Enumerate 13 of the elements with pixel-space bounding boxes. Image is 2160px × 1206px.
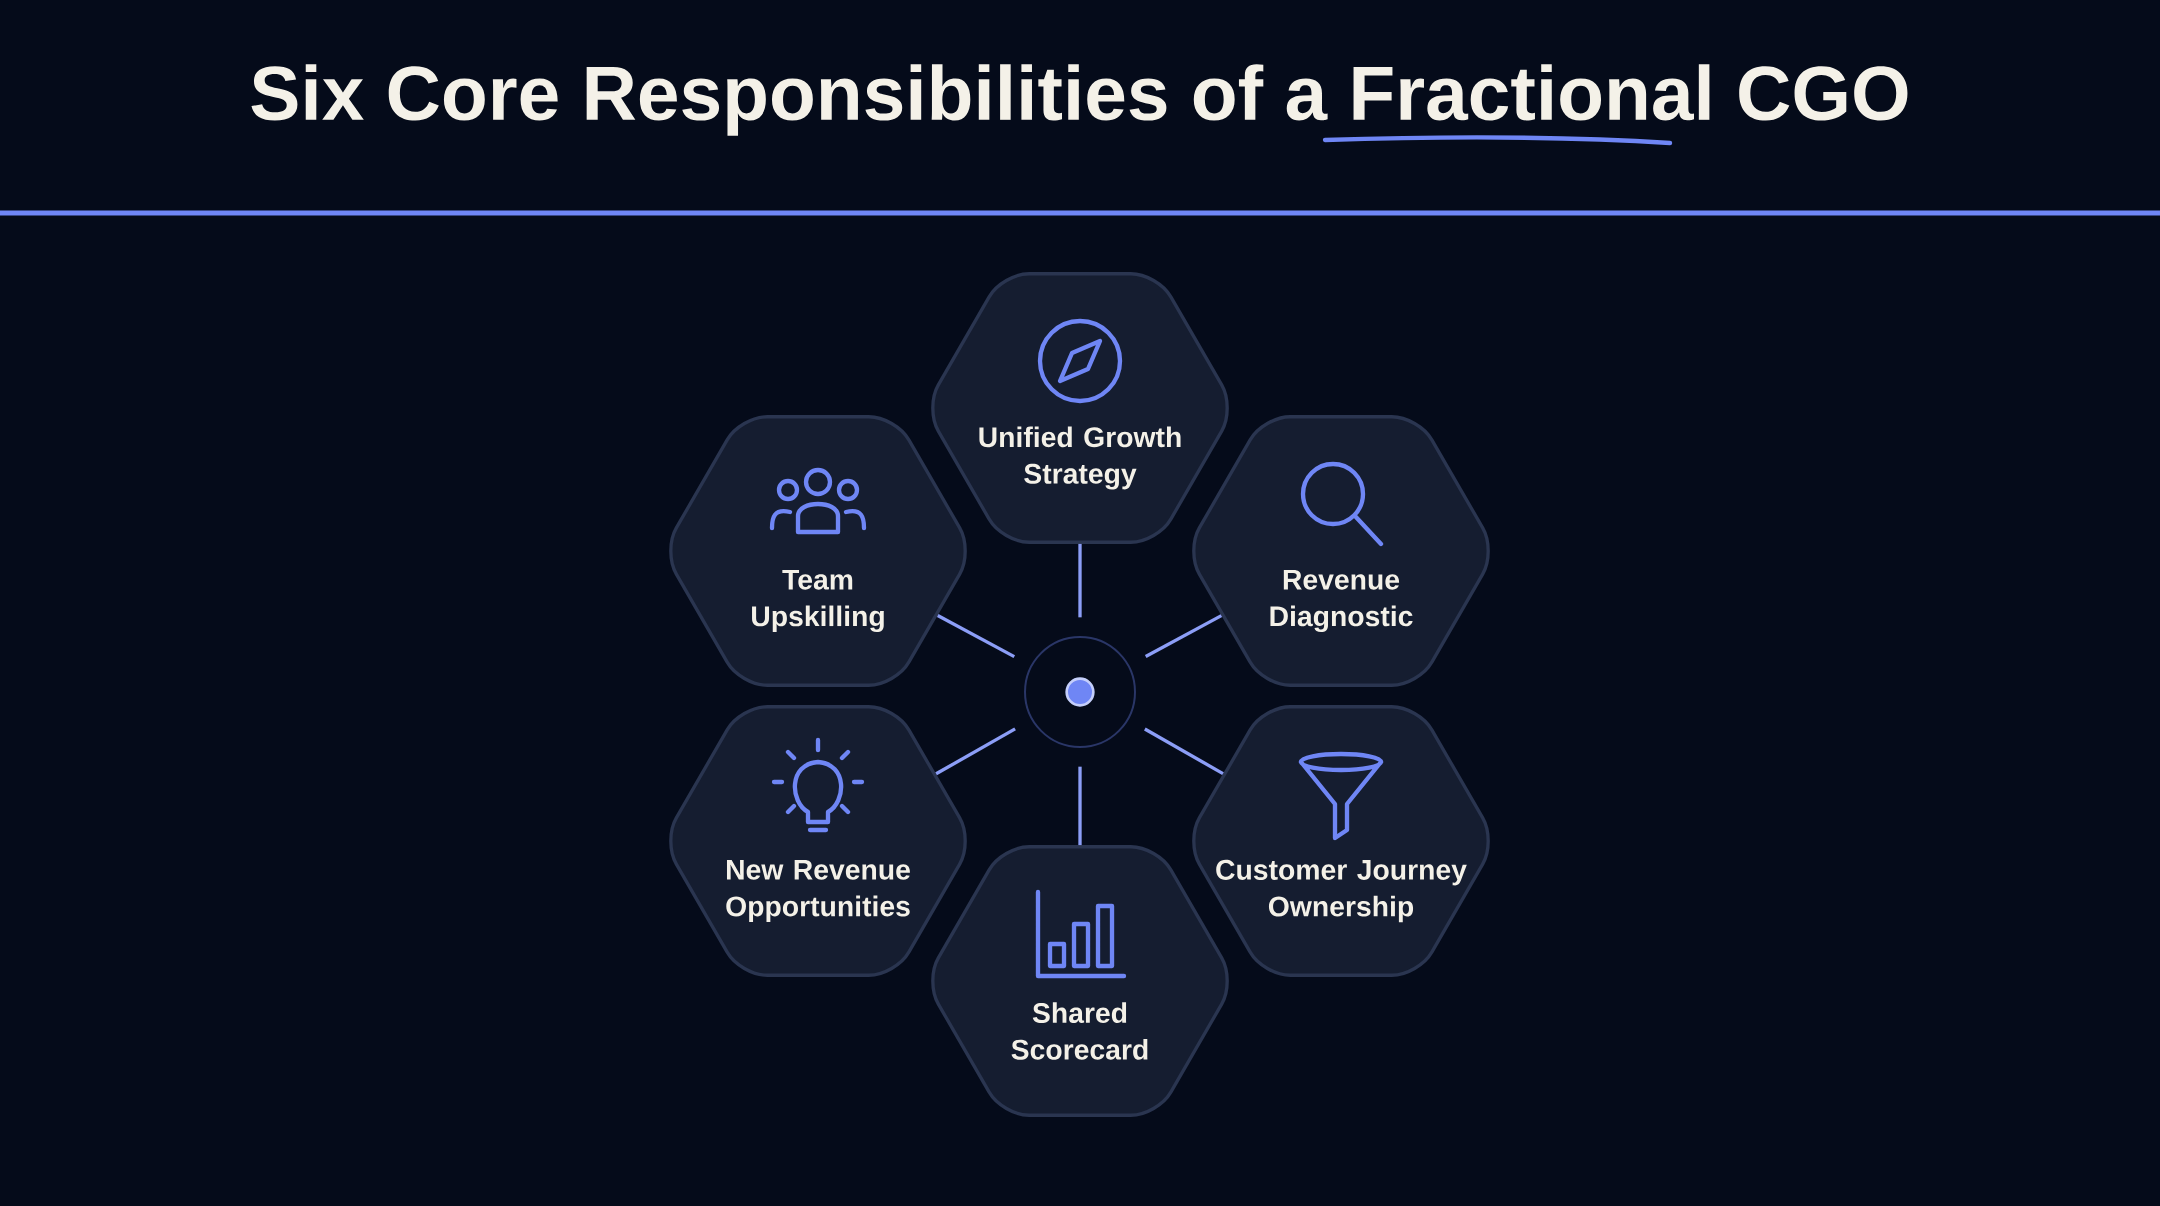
spoke-line: [1144, 614, 1223, 658]
title: Six Core Responsibilities of a Fractional CGO: [251, 64, 1908, 136]
hexagon-tile: Customer Journey Ownership: [1192, 705, 1490, 977]
spoke-line: [936, 613, 1016, 659]
hexagon-tile: New Revenue Opportunities: [669, 705, 967, 977]
hexagon-tile: Unified Growth Strategy: [931, 272, 1229, 544]
spoke-line: [1078, 766, 1082, 846]
spoke-line: [1144, 727, 1224, 776]
hub-dot: [1024, 636, 1136, 748]
hexagon-tile: Team Upskilling: [669, 415, 967, 687]
hexagon-tile: Revenue Diagnostic: [1192, 415, 1490, 687]
spoke-line: [1078, 543, 1082, 618]
spoke-line: [935, 727, 1016, 776]
